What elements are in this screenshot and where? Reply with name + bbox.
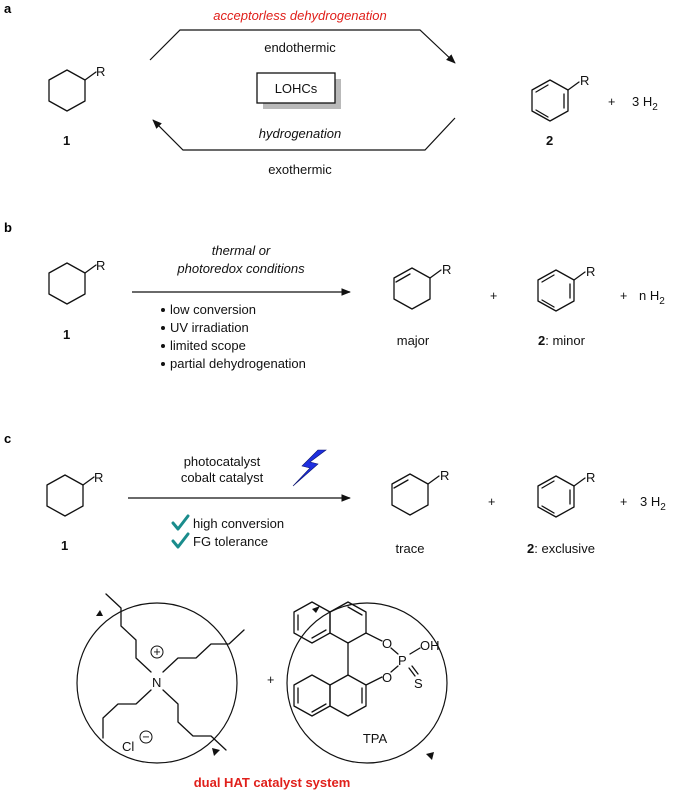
exothermic-label: exothermic <box>268 162 332 177</box>
hydrogen-subscript: 2 <box>659 296 665 307</box>
benzene-structure <box>531 79 580 122</box>
hydrogen-text: 3 H <box>632 94 652 109</box>
plus-sign: + <box>620 495 627 509</box>
minor-label: 2: minor <box>538 333 586 348</box>
conditions-line-2: photoredox conditions <box>176 261 305 276</box>
cobalt-catalyst-label: cobalt catalyst <box>181 470 264 485</box>
limitations-list: low conversion UV irradiation limited sc… <box>161 302 306 371</box>
plus-sign: + <box>488 495 495 509</box>
tpa-catalyst <box>286 601 448 764</box>
hydrogen-label: n H2 <box>639 288 665 307</box>
endothermic-label: endothermic <box>264 40 336 55</box>
hydrogenation-label: hydrogenation <box>259 126 341 141</box>
benzene-structure <box>537 269 586 312</box>
negative-charge-label: − <box>142 730 149 744</box>
photocatalyst-label: photocatalyst <box>184 454 261 469</box>
negative-charge-icon <box>139 730 153 744</box>
compound-number: 2 <box>538 333 545 348</box>
plus-sign: + <box>267 673 274 687</box>
phosphorus-label: P <box>398 653 407 668</box>
list-item: partial dehydrogenation <box>170 356 306 371</box>
list-item: FG tolerance <box>193 534 268 549</box>
minor-text: : minor <box>545 333 585 348</box>
substituent-label: R <box>96 258 105 273</box>
dehydrogenation-arrow <box>149 29 456 64</box>
positive-charge-icon <box>150 645 164 659</box>
sulfur-label: S <box>414 676 423 691</box>
panel-label-b: b <box>4 220 12 235</box>
substituent-label: R <box>442 262 451 277</box>
tpa-label: TPA <box>363 731 388 746</box>
substituent-label: R <box>586 264 595 279</box>
checkmark-icon <box>171 532 190 549</box>
hydrogen-text: 3 H <box>640 494 660 509</box>
major-label: major <box>397 333 430 348</box>
checkmark-icon <box>171 514 190 531</box>
cyclohexane-structure <box>48 69 97 112</box>
cyclohexane-structure <box>48 262 97 305</box>
substituent-label: R <box>440 468 449 483</box>
lohcs-box <box>256 72 341 109</box>
compound-number: 1 <box>63 133 70 148</box>
hydrogen-text: n H <box>639 288 659 303</box>
substituent-label: R <box>96 64 105 79</box>
substituent-label: R <box>94 470 103 485</box>
lightning-bolt-icon <box>292 449 327 487</box>
panel-label-a: a <box>4 1 12 16</box>
cyclohexane-structure <box>46 474 95 517</box>
panel-label-c: c <box>4 431 11 446</box>
nitrogen-label: N <box>152 675 161 690</box>
benzene-structure <box>537 475 586 518</box>
cyclohexene-structure <box>391 473 440 516</box>
compound-number: 1 <box>61 538 68 553</box>
plus-sign: + <box>490 289 497 303</box>
list-item: limited scope <box>170 338 246 353</box>
compound-number: 2 <box>546 133 553 148</box>
compound-number: 2 <box>527 541 534 556</box>
list-item: UV irradiation <box>170 320 249 335</box>
substituent-label: R <box>580 73 589 88</box>
hydrogenation-arrow <box>152 117 456 151</box>
cyclohexene-structure <box>393 267 442 310</box>
list-item: low conversion <box>170 302 256 317</box>
lohcs-label: LOHCs <box>275 81 318 96</box>
compound-number: 1 <box>63 327 70 342</box>
hydrogen-label: 3 H2 <box>640 494 666 513</box>
oxygen-label: O <box>382 636 392 651</box>
positive-charge-label: + <box>153 645 160 659</box>
trace-label: trace <box>396 541 425 556</box>
exclusive-label: 2: exclusive <box>527 541 595 556</box>
conditions-line-1: thermal or <box>212 243 271 258</box>
plus-sign: + <box>608 95 615 109</box>
dual-hat-catalyst-label: dual HAT catalyst system <box>194 775 351 790</box>
hydroxyl-label: OH <box>420 638 440 653</box>
hydrogen-label: 3 H2 <box>632 94 658 113</box>
substituent-label: R <box>586 470 595 485</box>
acceptorless-dehydrogenation-label: acceptorless dehydrogenation <box>213 8 386 23</box>
chloride-label: Cl <box>122 739 134 754</box>
hydrogen-subscript: 2 <box>660 502 666 513</box>
list-item: high conversion <box>193 516 284 531</box>
oxygen-label: O <box>382 670 392 685</box>
quaternary-ammonium-catalyst <box>76 593 245 764</box>
plus-sign: + <box>620 289 627 303</box>
exclusive-text: : exclusive <box>534 541 595 556</box>
hydrogen-subscript: 2 <box>652 102 658 113</box>
